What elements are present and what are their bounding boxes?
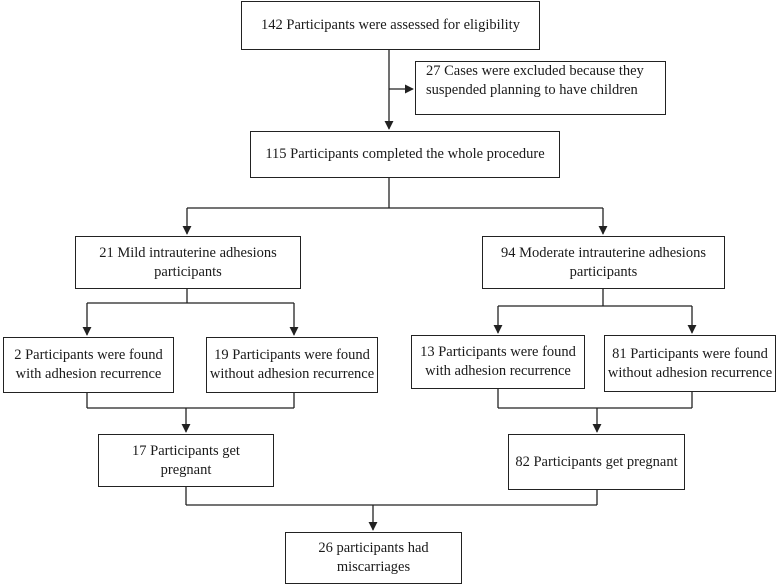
node-text-line-1: 13 Participants were found [420,344,576,360]
node-text-line-2: suspended planning to have children [426,82,638,98]
node-text-line-2: with adhesion recurrence [425,363,571,379]
node-moderate-pregnant: 82 Participants get pregnant [508,434,685,490]
node-text: 82 Participants get pregnant [515,453,678,470]
node-completed: 115 Participants completed the whole pro… [250,131,560,178]
node-moderate: 94 Moderate intrauterine adhesions parti… [482,236,725,289]
node-text-line-2: participants [154,263,222,280]
node-excluded: 27 Cases were excluded because they susp… [415,61,666,115]
node-text-line-1: 2 Participants were found [14,347,163,363]
node-mild: 21 Mild intrauterine adhesions participa… [75,236,301,289]
node-text-line-1: 94 Moderate intrauterine adhesions [501,244,706,261]
node-text-line-2: without adhesion recurrence [607,364,773,381]
node-text: 17 Participants get pregnant [132,442,240,478]
node-text: 115 Participants completed the whole pro… [265,146,545,162]
node-text-line-2: participants [569,263,638,280]
node-text-line-1: 21 Mild intrauterine adhesions [99,244,277,261]
node-moderate-without-recurrence: 81 Participants were found without adhes… [604,335,776,392]
node-miscarriages: 26 participants had miscarriages [285,532,462,584]
node-text-line-1: 19 Participants were found [214,347,370,363]
node-text-line-1: 26 participants had [318,540,429,556]
node-text-line-1: 81 Participants were found [612,345,768,362]
node-mild-without-recurrence: 19 Participants were found without adhes… [206,337,378,393]
node-text-line-2: with adhesion recurrence [15,366,162,382]
node-mild-pregnant: 17 Participants get pregnant [98,434,274,487]
node-assessed: 142 Participants were assessed for eligi… [241,1,540,50]
node-moderate-with-recurrence: 13 Participants were found with adhesion… [411,335,585,389]
node-mild-with-recurrence: 2 Participants were found with adhesion … [3,337,174,393]
node-text-line-2: miscarriages [336,559,411,575]
node-text-line-2: without adhesion recurrence [209,366,375,382]
node-text-line-1: 27 Cases were excluded because they [426,63,644,79]
node-text: 142 Participants were assessed for eligi… [261,17,520,33]
